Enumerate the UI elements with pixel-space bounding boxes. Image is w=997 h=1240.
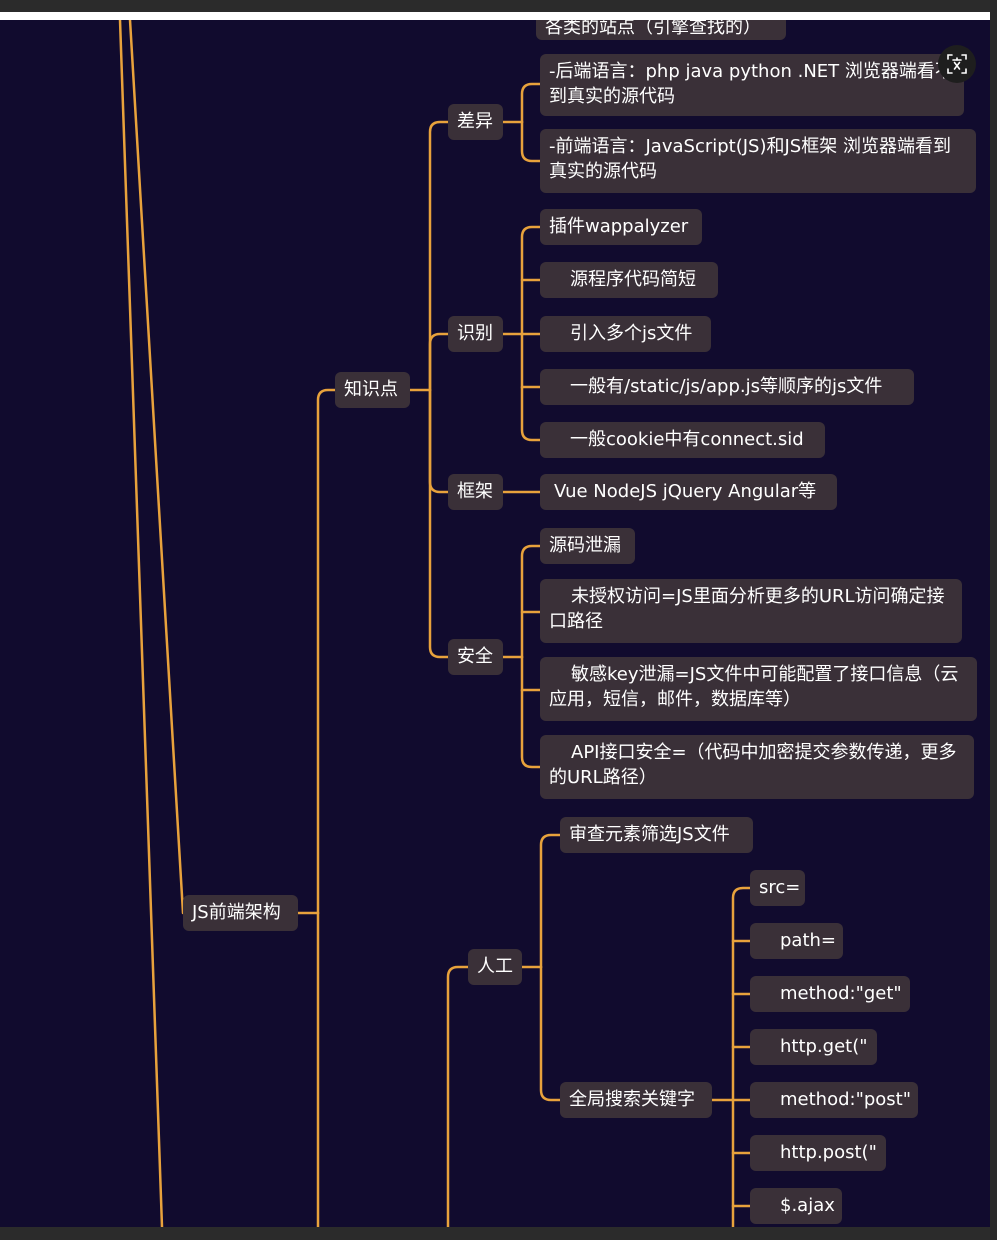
connector-trunk-a [128, 20, 185, 915]
window-frame-bottom [0, 1227, 997, 1240]
connector-security-1 [520, 544, 542, 659]
connector-knowledge-diff [428, 120, 450, 392]
partial-node-top[interactable]: 各类的站点（引擎查找的） [536, 20, 786, 40]
connector-manual-in [446, 965, 470, 1227]
connector-manual-search [539, 965, 562, 1102]
connector-identify-5 [520, 385, 542, 442]
connector-security-4 [520, 688, 542, 769]
identify-item-short-source[interactable]: 源程序代码简短 [540, 262, 718, 298]
connector-manual-inspect [539, 833, 562, 969]
inspect-node[interactable]: 审查元素筛选JS文件 [560, 817, 753, 853]
connector-diff-1 [520, 82, 542, 124]
keyword-ajax[interactable]: $.ajax [750, 1188, 842, 1224]
connector-knowledge-security [428, 388, 450, 659]
manual-node[interactable]: 人工 [468, 949, 522, 985]
connector-search-1 [731, 886, 752, 1102]
security-item-api[interactable]: API接口安全=（代码中加密提交参数传递，更多的URL路径） [540, 735, 974, 799]
framework-node[interactable]: 框架 [448, 474, 503, 510]
identify-item-multiple-js[interactable]: 引入多个js文件 [540, 316, 711, 352]
knowledge-node[interactable]: 知识点 [335, 372, 410, 408]
translate-button[interactable] [938, 45, 976, 83]
root-node[interactable]: JS前端架构 [183, 895, 298, 931]
connector-root-knowledge [316, 388, 337, 915]
diff-item-frontend[interactable]: -前端语言：JavaScript(JS)和JS框架 浏览器端看到真实的源代码 [540, 129, 976, 193]
diff-node[interactable]: 差异 [448, 104, 503, 140]
connector-security-3 [520, 655, 542, 692]
connector-knowledge-framework [428, 388, 450, 494]
keyword-src[interactable]: src= [750, 870, 805, 906]
identify-item-cookie[interactable]: 一般cookie中有connect.sid [540, 422, 825, 458]
keyword-path[interactable]: path= [750, 923, 843, 959]
security-item-unauthorized[interactable]: 未授权访问=JS里面分析更多的URL访问确定接口路径 [540, 579, 962, 643]
mindmap-connectors [118, 20, 752, 1227]
diff-item-backend[interactable]: -后端语言：php java python .NET 浏览器端看不到真实的源代码 [540, 54, 964, 116]
connector-identify-1 [520, 225, 542, 336]
security-item-sensitive-key[interactable]: 敏感key泄漏=JS文件中可能配置了接口信息（云应用，短信，邮件，数据库等） [540, 657, 977, 721]
keyword-method-post[interactable]: method:"post" [750, 1082, 918, 1118]
window-frame-right [990, 0, 997, 1240]
security-item-source-leak[interactable]: 源码泄漏 [540, 528, 635, 564]
identify-item-static-js[interactable]: 一般有/static/js/app.js等顺序的js文件 [540, 369, 914, 405]
search-node[interactable]: 全局搜索关键字 [560, 1082, 712, 1118]
connector-knowledge-identify [428, 332, 450, 392]
framework-item-list[interactable]: Vue NodeJS jQuery Angular等 [540, 474, 837, 510]
connector-trunk-b [118, 20, 164, 1227]
window-frame-top [0, 0, 997, 12]
keyword-method-get[interactable]: method:"get" [750, 976, 910, 1012]
window-toolbar-strip [0, 12, 990, 20]
identify-node[interactable]: 识别 [448, 316, 503, 352]
translate-icon [947, 54, 967, 74]
keyword-http-get[interactable]: http.get(" [750, 1029, 877, 1065]
connector-diff-2 [520, 120, 542, 163]
connector-identify-4 [520, 332, 542, 389]
mindmap-canvas[interactable]: 各类的站点（引擎查找的） JS前端架构 知识点 差异 识别 框架 安全 -后端语… [0, 20, 990, 1227]
keyword-http-post[interactable]: http.post(" [750, 1135, 886, 1171]
security-node[interactable]: 安全 [448, 639, 503, 675]
identify-item-wappalyzer[interactable]: 插件wappalyzer [540, 209, 702, 245]
